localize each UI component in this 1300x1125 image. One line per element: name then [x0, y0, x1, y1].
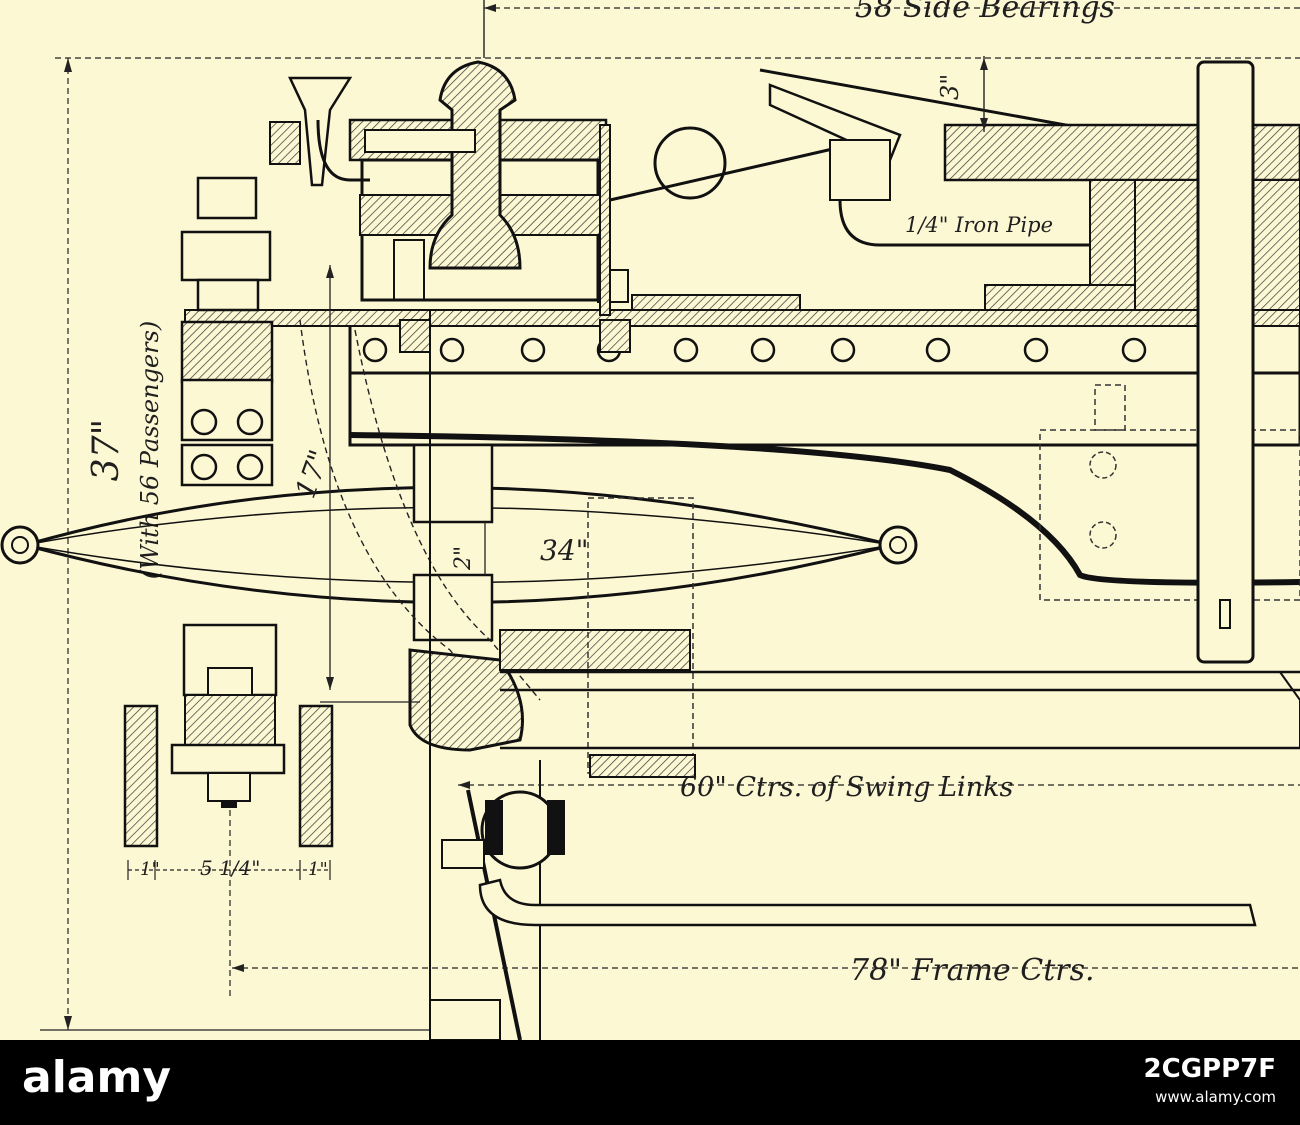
height-37-label: 37" — [86, 419, 127, 481]
brake-hanger — [429, 310, 1257, 1040]
watermark-band: alamy 2CGPP7F www.alamy.com — [0, 1040, 1300, 1125]
height-dimension: 37" (With 56 Passengers) — [40, 57, 1300, 1031]
bottom-dimensions: 60" Ctrs. of Swing Links 78" Frame Ctrs. — [232, 772, 1300, 988]
dim-34-label: 34" — [540, 534, 589, 567]
frame-ctrs-label: 78" Frame Ctrs. — [850, 953, 1095, 988]
lower-assembly: 1" 5 1/4" 1" — [123, 623, 334, 1000]
height-3-label: 3" — [936, 74, 964, 100]
truck-drawing: 58 Side Bearings 37" (With 56 Passengers… — [0, 0, 1300, 1040]
center-plate — [269, 60, 801, 353]
side-bearings-dimension: 58 Side Bearings — [483, 0, 1300, 58]
elliptic-spring — [0, 443, 918, 642]
dim-1-left: 1" — [140, 859, 160, 880]
brake-lever: 1/4" Iron Pipe — [609, 60, 1300, 664]
dim-5-1-4: 5 1/4" — [200, 856, 260, 880]
bolster-body — [184, 309, 1300, 601]
with-passengers-label: (With 56 Passengers) — [136, 321, 164, 580]
center-dimensions: 17" 2" 34" — [289, 265, 589, 703]
side-bolts — [180, 176, 274, 487]
side-bearings-label: 58 Side Bearings — [855, 0, 1115, 25]
clearance-dimension: 3" — [936, 56, 988, 132]
image-id: 2CGPP7F — [1143, 1054, 1276, 1084]
alamy-logo: alamy — [22, 1052, 171, 1103]
watermark-url: www.alamy.com — [1155, 1088, 1276, 1106]
dim-17-label: 17" — [289, 446, 337, 503]
swing-links-label: 60" Ctrs. of Swing Links — [680, 772, 1013, 803]
dim-2-label: 2" — [451, 546, 476, 571]
dim-1-right: 1" — [308, 859, 328, 880]
iron-pipe-label: 1/4" Iron Pipe — [905, 213, 1053, 237]
swing-link — [299, 319, 1300, 778]
